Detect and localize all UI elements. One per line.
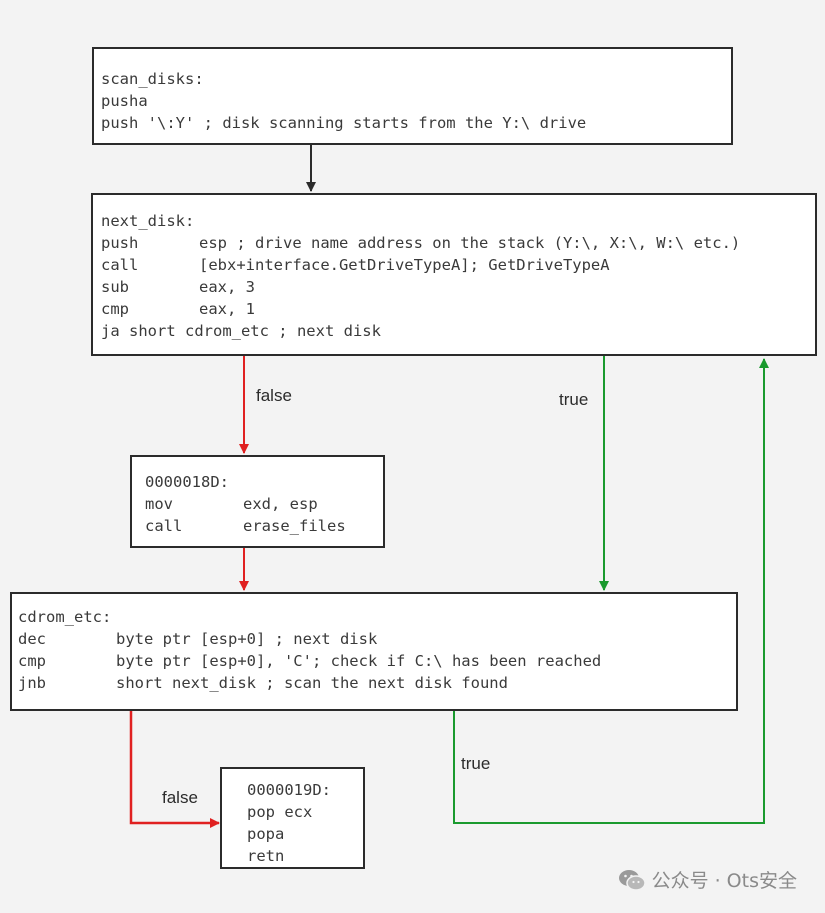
- operands: eax, 3: [199, 278, 255, 296]
- opcode: sub: [101, 278, 129, 296]
- code-line: pop ecx: [247, 803, 313, 821]
- opcode: mov: [145, 495, 173, 513]
- edge-cdrom-false: [129, 711, 220, 828]
- edge-cdrom-true: [453, 358, 769, 824]
- block-label: cdrom_etc:: [18, 608, 112, 626]
- code-row: call [ebx+interface.GetDriveTypeA]; GetDr…: [101, 254, 815, 276]
- operands: [ebx+interface.GetDriveTypeA]; GetDriveT…: [199, 256, 610, 274]
- code-line: push '\:Y' ; disk scanning starts from t…: [101, 114, 587, 132]
- operands: byte ptr [esp+0] ; next disk: [116, 630, 378, 648]
- edge-label-true: true: [461, 754, 491, 773]
- block-0000019d: 0000019D: pop ecx popa retn: [220, 767, 365, 869]
- block-label: 0000019D:: [247, 781, 331, 799]
- opcode: call: [101, 256, 139, 274]
- code-row: cmp eax, 1: [101, 298, 815, 320]
- block-label: 0000018D:: [145, 473, 229, 491]
- operands: erase_files: [243, 517, 346, 535]
- block-cdrom-etc: cdrom_etc: dec byte ptr [esp+0] ; next di…: [10, 592, 738, 711]
- operands: esp ; drive name address on the stack (Y…: [199, 234, 741, 252]
- operands: eax, 1: [199, 300, 255, 318]
- code-line: scan_disks:: [101, 70, 204, 88]
- operands: byte ptr [esp+0], 'C'; check if C:\ has …: [116, 652, 602, 670]
- opcode: call: [145, 517, 183, 535]
- block-0000018d: 0000018D: mov exd, esp call erase_files: [130, 455, 385, 548]
- code-row: sub eax, 3: [101, 276, 815, 298]
- opcode: cmp: [18, 652, 46, 670]
- block-scan-disks: scan_disks: pusha push '\:Y' ; disk scan…: [92, 47, 733, 145]
- opcode: cmp: [101, 300, 129, 318]
- code-line: pusha: [101, 92, 148, 110]
- operands: exd, esp: [243, 495, 318, 513]
- opcode: jnb: [18, 674, 46, 692]
- code-row: mov exd, esp: [145, 493, 383, 515]
- wechat-icon: [618, 869, 646, 891]
- code-row: cmp byte ptr [esp+0], 'C'; check if C:\ h…: [18, 650, 736, 672]
- code-line: retn: [247, 847, 285, 865]
- code-row: push esp ; drive name address on the stac…: [101, 232, 815, 254]
- watermark: 公众号 · Ots安全: [618, 866, 797, 893]
- code-row: dec byte ptr [esp+0] ; next disk: [18, 628, 736, 650]
- opcode: dec: [18, 630, 46, 648]
- block-label: next_disk:: [101, 212, 195, 230]
- block-next-disk: next_disk: push esp ; drive name address …: [91, 193, 817, 356]
- edge-label-false: false: [162, 788, 198, 807]
- watermark-text: 公众号 · Ots安全: [651, 870, 797, 892]
- code-row: call erase_files: [145, 515, 383, 537]
- operands: short next_disk ; scan the next disk fou…: [116, 674, 508, 692]
- code-line: popa: [247, 825, 285, 843]
- opcode: push: [101, 234, 139, 252]
- edge-label-true: true: [559, 390, 589, 409]
- code-row: jnb short next_disk ; scan the next disk …: [18, 672, 736, 694]
- code-line: ja short cdrom_etc ; next disk: [101, 322, 381, 340]
- edge-label-false: false: [256, 386, 292, 405]
